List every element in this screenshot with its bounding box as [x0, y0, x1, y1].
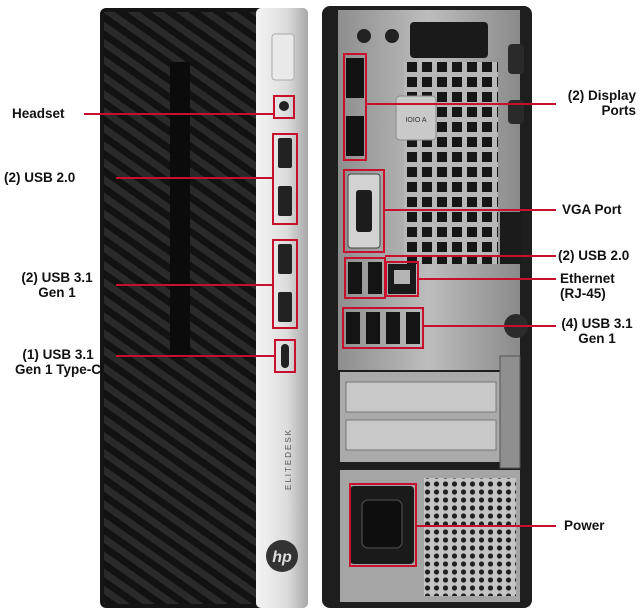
front-view: ELITEDESK hp — [84, 8, 308, 608]
svg-text:IOIO A: IOIO A — [405, 117, 426, 124]
rear-label-plate — [395, 95, 437, 141]
label-display-line2: Ports — [601, 103, 636, 118]
label-power-text: Power — [564, 518, 605, 533]
rear-usb31-port — [346, 312, 360, 344]
front-callout-lines — [84, 113, 275, 357]
label-display-ports: (2) Display Ports — [560, 88, 636, 118]
label-rear-usb20-text: (2) USB 2.0 — [558, 248, 630, 263]
label-rear-usb31: (4) USB 3.1 Gen 1 — [556, 316, 638, 346]
headset-jack-icon — [279, 101, 289, 111]
label-ethernet-line2: (RJ-45) — [560, 286, 606, 301]
label-headset: Headset — [12, 106, 65, 121]
psu-fan-mesh — [424, 478, 516, 596]
rear-usb20-port — [348, 262, 362, 294]
power-button — [271, 33, 295, 81]
rear-usb31-port — [386, 312, 400, 344]
label-display-line1: (2) Display — [567, 88, 636, 103]
label-headset-text: Headset — [12, 106, 65, 121]
label-rear-usb20: (2) USB 2.0 — [558, 248, 629, 263]
label-front-usb31-line2: Gen 1 — [38, 285, 76, 300]
label-ethernet: Ethernet (RJ-45) — [560, 271, 615, 301]
label-rear-usb31-line2: Gen 1 — [578, 331, 616, 346]
front-usb31-port — [278, 292, 292, 322]
hp-logo-icon — [266, 540, 298, 572]
label-ethernet-line1: Ethernet — [560, 271, 615, 286]
rear-latch — [410, 22, 488, 58]
svg-text:hp: hp — [272, 549, 292, 566]
displayport — [346, 116, 364, 156]
rear-usb31-port — [366, 312, 380, 344]
label-front-typec: (1) USB 3.1 Gen 1 Type-C — [2, 347, 114, 377]
front-typec-port — [281, 344, 289, 368]
label-power: Power — [564, 518, 605, 533]
rear-view: IOIO A — [322, 6, 556, 608]
label-front-usb20-text: (2) USB 2.0 — [4, 170, 76, 185]
label-vga-text: VGA Port — [562, 202, 622, 217]
label-front-typec-line2: Gen 1 Type-C — [14, 362, 102, 377]
label-front-usb20: (2) USB 2.0 — [4, 170, 75, 185]
front-callout-boxes — [272, 95, 298, 373]
front-optical-slot — [170, 62, 190, 358]
rear-callout-lines — [366, 103, 556, 527]
front-usb31-port — [278, 244, 292, 274]
label-front-usb31: (2) USB 3.1 Gen 1 — [4, 270, 110, 300]
rear-audio-jack-icon — [385, 29, 399, 43]
front-usb20-port — [278, 186, 292, 216]
expansion-slot-cover — [345, 381, 497, 413]
rear-vent-grid — [404, 62, 498, 264]
label-rear-usb31-line1: (4) USB 3.1 — [561, 316, 633, 331]
displayport — [346, 58, 364, 98]
front-usb20-port — [278, 138, 292, 168]
rear-usb20-port — [368, 262, 382, 294]
brand-side-text: ELITEDESK — [284, 428, 293, 490]
label-front-usb31-line1: (2) USB 3.1 — [21, 270, 93, 285]
label-vga: VGA Port — [562, 202, 622, 217]
expansion-slot-cover — [345, 419, 497, 451]
rear-callout-boxes — [342, 53, 424, 567]
rear-audio-jack-icon — [357, 29, 371, 43]
rear-usb31-port — [406, 312, 420, 344]
label-front-typec-line1: (1) USB 3.1 — [22, 347, 94, 362]
